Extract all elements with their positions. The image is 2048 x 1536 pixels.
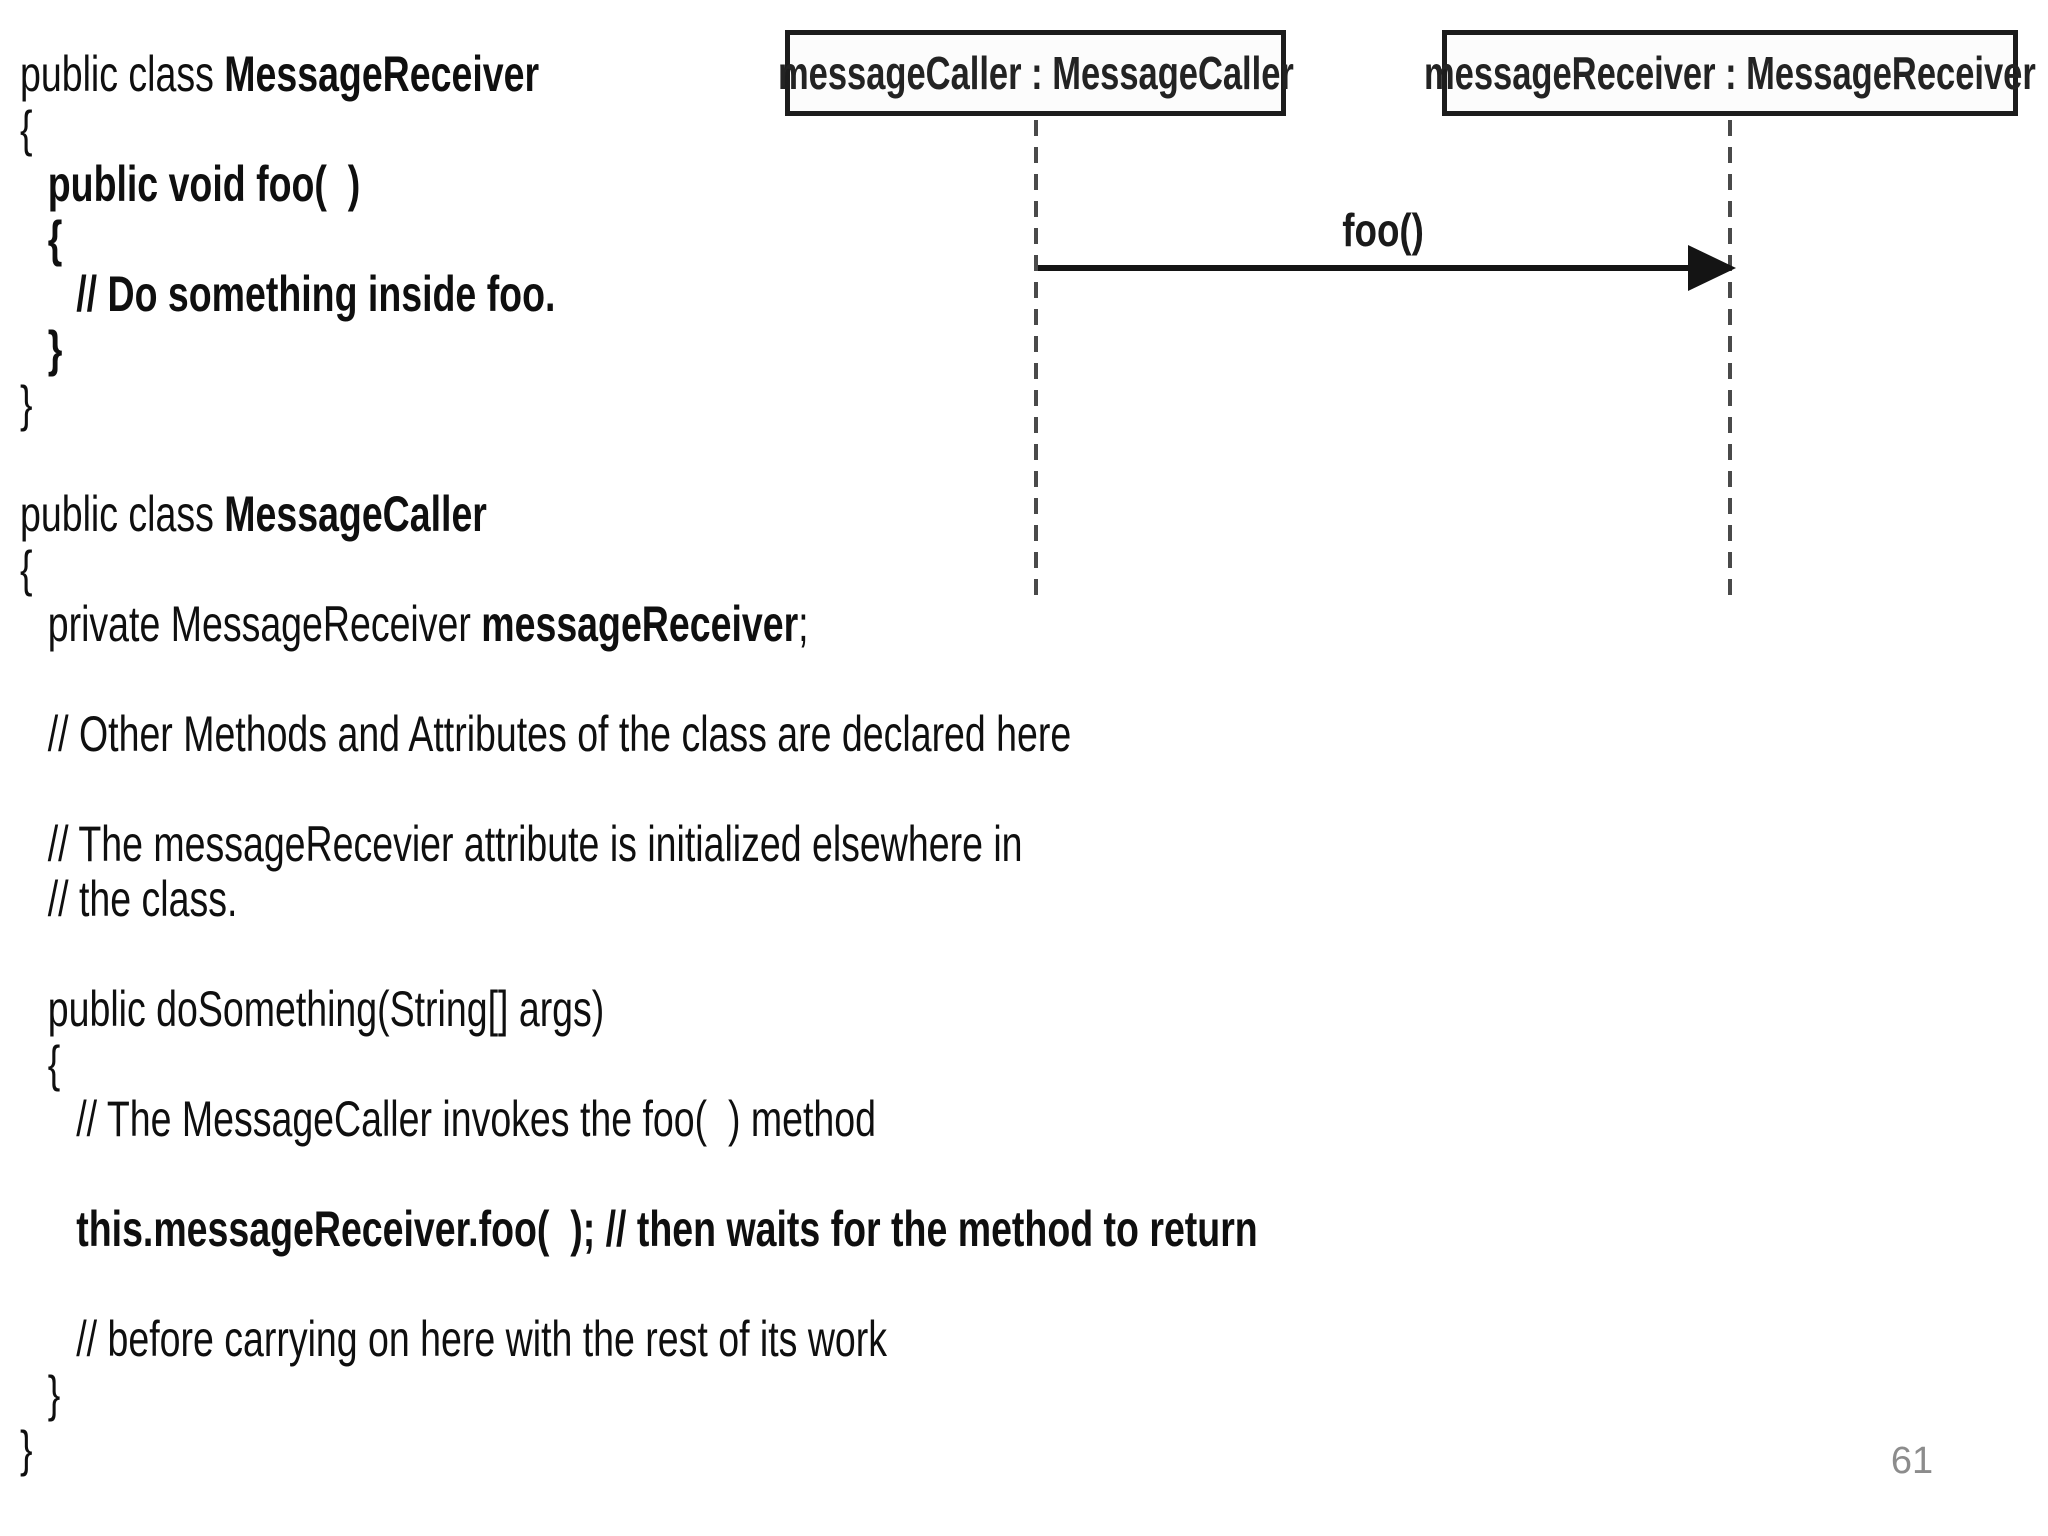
message-arrowhead	[1688, 245, 1736, 291]
code-segment: // Do something inside foo.	[76, 266, 556, 322]
code-line: // Do something inside foo.	[20, 267, 1258, 322]
message-label: foo()	[1233, 203, 1533, 257]
code-line: this.messageReceiver.foo( ); // then wai…	[20, 1201, 1258, 1257]
code-segment: // The MessageCaller invokes the foo( ) …	[76, 1091, 876, 1147]
code-line: }	[20, 1422, 1258, 1477]
code-line: {	[20, 1037, 1258, 1092]
code-segment: }	[20, 376, 33, 432]
code-line: // The MessageCaller invokes the foo( ) …	[20, 1092, 1258, 1147]
code-segment: MessageReceiver	[224, 46, 540, 102]
code-line	[20, 927, 1258, 982]
receiver-object-label: messageReceiver : MessageReceiver	[1424, 47, 2036, 99]
code-segment: {	[20, 541, 33, 597]
code-segment: }	[47, 321, 63, 377]
receiver-object-box: messageReceiver : MessageReceiver	[1424, 30, 2036, 116]
code-line: {	[20, 102, 1258, 157]
caller-object-box: messageCaller : MessageCaller	[778, 30, 1293, 116]
message-label-text: foo()	[1342, 204, 1424, 256]
code-segment: public class	[20, 486, 225, 542]
code-segment: // before carrying on here with the rest…	[76, 1311, 888, 1367]
code-line: public class MessageReceiver	[20, 47, 1258, 102]
code-segment: messageReceiver	[481, 596, 799, 652]
code-segment: // The messageRecevier attribute is init…	[47, 816, 1023, 872]
code-line: // Other Methods and Attributes of the c…	[20, 707, 1258, 762]
code-segment: }	[20, 1421, 33, 1477]
code-line: public void foo( )	[20, 157, 1258, 212]
code-line: }	[20, 322, 1258, 377]
code-segment: // Other Methods and Attributes of the c…	[47, 706, 1072, 762]
caller-object-label: messageCaller : MessageCaller	[777, 47, 1294, 99]
code-line: // the class.	[20, 872, 1258, 927]
code-line	[20, 1147, 1258, 1202]
code-line: {	[20, 212, 1258, 267]
sequence-diagram-canvas	[1034, 120, 1736, 600]
code-line	[20, 762, 1258, 817]
code-segment: {	[47, 1036, 61, 1092]
code-listing: public class MessageReceiver{public void…	[20, 47, 1258, 1477]
code-line: // The messageRecevier attribute is init…	[20, 817, 1258, 872]
code-line	[20, 1257, 1258, 1312]
code-segment: MessageCaller	[224, 486, 487, 542]
code-segment: // the class.	[47, 871, 238, 927]
code-segment: private MessageReceiver	[47, 596, 482, 652]
code-line: }	[20, 377, 1258, 432]
code-segment: public void foo( )	[47, 156, 361, 212]
code-line: }	[20, 1367, 1258, 1422]
code-segment: public class	[20, 46, 225, 102]
code-line: private MessageReceiver messageReceiver;	[20, 597, 1258, 652]
code-segment: public doSomething(String[] args)	[47, 981, 605, 1037]
code-line: public doSomething(String[] args)	[20, 982, 1258, 1037]
page-number: 61	[1890, 1440, 1934, 1482]
code-line: public class MessageCaller	[20, 487, 1258, 542]
code-segment: this.messageReceiver.foo( ); // then wai…	[76, 1201, 1258, 1257]
code-line: // before carrying on here with the rest…	[20, 1312, 1258, 1367]
code-segment: }	[47, 1366, 61, 1422]
code-segment: {	[20, 101, 33, 157]
code-segment: ;	[798, 596, 809, 652]
code-segment: {	[47, 211, 63, 267]
code-line: {	[20, 542, 1258, 597]
